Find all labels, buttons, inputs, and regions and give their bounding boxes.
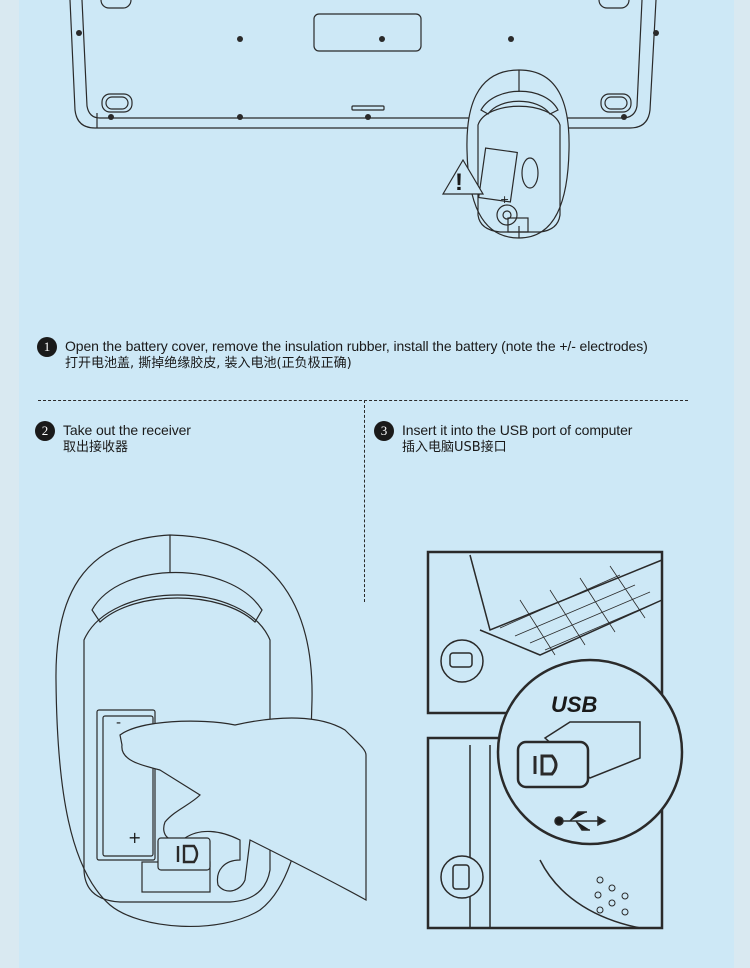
step-number-badge: 3	[374, 421, 394, 441]
keyboard-illustration	[69, 0, 659, 129]
step-number-badge: 2	[35, 421, 55, 441]
warning-mark: !	[455, 169, 463, 196]
small-battery-plus: +	[500, 193, 509, 206]
divider-horizontal	[38, 400, 688, 401]
mouse-top-illustration	[441, 69, 570, 239]
step-3-text-en: Insert it into the USB port of computer	[402, 422, 633, 438]
large-battery-minus: -	[116, 715, 121, 731]
step-3: 3 Insert it into the USB port of compute…	[374, 421, 632, 456]
mouse-receiver-illustration	[55, 534, 367, 928]
step-3-text-zh: 插入电脑USB接口	[402, 440, 507, 455]
step-2: 2 Take out the receiver 取出接收器	[35, 421, 191, 456]
usb-insert-illustration	[426, 550, 684, 930]
step-number-badge: 1	[37, 337, 57, 357]
step-1-text-en: Open the battery cover, remove the insul…	[65, 338, 648, 354]
step-1-text-zh: 打开电池盖, 撕掉绝缘胶皮, 装入电池(正负极正确)	[65, 356, 352, 371]
step-2-text-zh: 取出接收器	[63, 440, 129, 455]
divider-vertical	[364, 400, 365, 602]
large-battery-plus: +	[128, 828, 141, 847]
step-2-text-en: Take out the receiver	[63, 422, 191, 438]
usb-label: USB	[551, 692, 598, 717]
step-1: 1 Open the battery cover, remove the ins…	[37, 337, 648, 372]
